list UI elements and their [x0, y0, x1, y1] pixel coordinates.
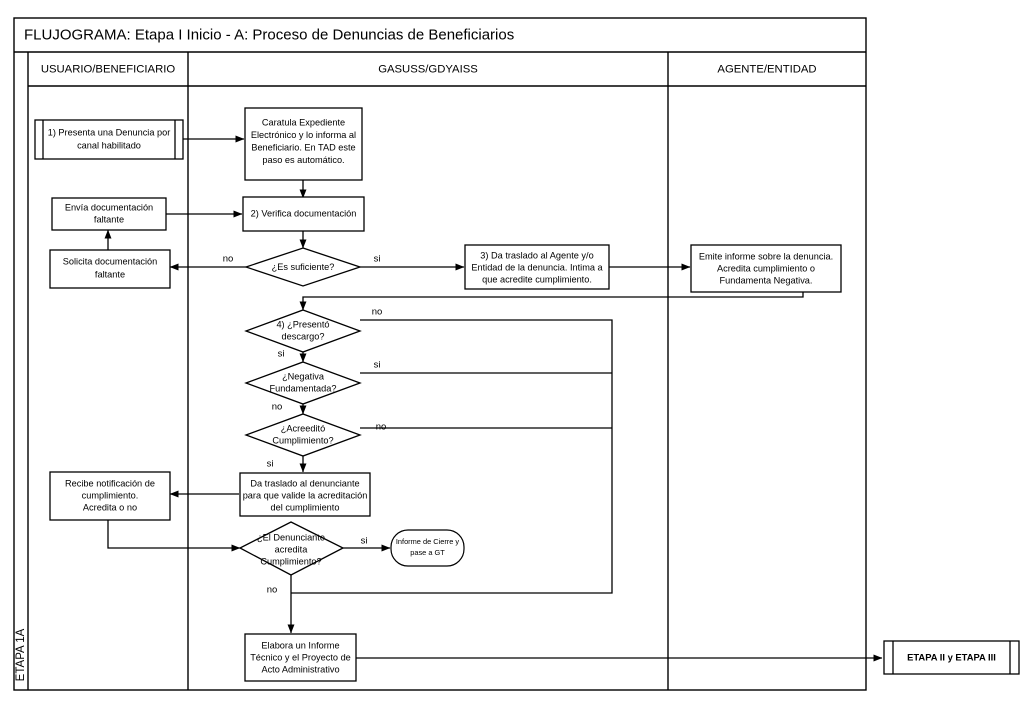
node-text-line: 2) Verifica documentación	[251, 208, 357, 218]
node-text-line: Entidad de la denuncia. Intima a	[471, 262, 603, 272]
node-emite-informe[interactable]: Emite informe sobre la denuncia. Acredit…	[690, 244, 842, 293]
node-text-line: para que valide la acreditación	[243, 490, 368, 500]
node-caratula-expediente[interactable]: Caratula Expediente Electrónico y lo inf…	[244, 107, 363, 181]
node-presento-descargo[interactable]: 4) ¿Presentó descargo?	[244, 309, 362, 353]
node-text-line: Cumplimiento?	[260, 556, 321, 566]
node-text-line: del cumplimiento	[271, 502, 340, 512]
node-text-line: Solicita documentación	[63, 256, 157, 266]
node-da-traslado-denunciante[interactable]: Da traslado al denunciante para que vali…	[239, 472, 371, 517]
edge-label-suficiente-si: si	[374, 254, 381, 265]
node-solicita-documentacion[interactable]: Solicita documentación faltante	[49, 249, 171, 289]
node-es-suficiente[interactable]: ¿Es suficiente?	[243, 247, 363, 287]
connector-n13-to-n14	[107, 520, 241, 552]
node-text-line: 4) ¿Presentó	[276, 319, 329, 329]
node-text-line: pase a GT	[410, 548, 445, 557]
connector-layer	[104, 135, 883, 662]
node-text-line: ¿Negativa	[282, 371, 325, 381]
node-text-line: Acredita o no	[83, 502, 137, 512]
connector-n9-no-return	[291, 319, 613, 594]
node-etapa-ii-iii[interactable]: ETAPA II y ETAPA III	[883, 640, 1020, 675]
node-text-line: faltante	[94, 214, 124, 224]
edge-label-acredito-si: si	[267, 459, 274, 470]
node-text-line: Caratula Expediente	[262, 117, 345, 127]
node-text-line: ETAPA II y ETAPA III	[907, 651, 996, 662]
node-informe-cierre[interactable]: Informe de Cierre y pase a GT	[390, 529, 465, 567]
edge-label-descargo-no: no	[372, 307, 383, 318]
etapa-side-label: ETAPA 1A	[15, 628, 27, 681]
node-text-line: 3) Da traslado al Agente y/o	[480, 250, 593, 260]
connector-n8-to-n9	[299, 292, 804, 311]
node-text-line: faltante	[95, 269, 125, 279]
node-text-line: Electrónico y lo informa al	[251, 130, 356, 140]
node-text-line: Acredita cumplimiento o	[717, 263, 815, 273]
node-text-line: Fundamenta Negativa.	[720, 275, 813, 285]
node-denunciante-acredita[interactable]: ¿El Denunciante acredita Cumplimiento?	[238, 521, 345, 576]
node-text-line: 1) Presenta una Denuncia por	[48, 127, 171, 137]
edge-label-negativa-no: no	[272, 402, 283, 413]
node-envia-documentacion[interactable]: Envía documentación faltante	[51, 197, 167, 231]
node-verifica-documentacion[interactable]: 2) Verifica documentación	[242, 196, 365, 232]
node-text-line: Acto Administrativo	[261, 664, 339, 674]
node-da-traslado-agente[interactable]: 3) Da traslado al Agente y/o Entidad de …	[464, 244, 610, 290]
node-text-line: ¿El Denunciante	[257, 532, 325, 542]
node-text-line: cumplimiento.	[82, 490, 139, 500]
node-recibe-notificacion[interactable]: Recibe notificación de cumplimiento. Acr…	[49, 471, 171, 521]
node-text-line: descargo?	[282, 331, 325, 341]
node-text-line: ¿Es suficiente?	[272, 262, 335, 272]
node-elabora-informe-tecnico[interactable]: Elabora un Informe Técnico y el Proyecto…	[244, 633, 357, 682]
edge-label-negativa-si: si	[374, 360, 381, 371]
node-text-line: canal habilitado	[77, 140, 141, 150]
column-header-agente: AGENTE/ENTIDAD	[717, 63, 816, 75]
node-text-line: Cumplimiento?	[272, 435, 333, 445]
frame-structure	[13, 17, 867, 691]
node-text-line: Fundamentada?	[270, 383, 337, 393]
node-acredito-cumplimiento[interactable]: ¿Acreeditó Cumplimiento?	[244, 413, 362, 457]
node-text-line: Beneficiario. En TAD este	[251, 142, 355, 152]
node-text-line: Técnico y el Proyecto de	[250, 652, 351, 662]
edge-label-acredito-no: no	[376, 422, 387, 433]
edge-label-denunciante-no: no	[267, 585, 278, 596]
edge-label-suficiente-no: no	[223, 254, 234, 265]
node-text-line: acredita	[275, 544, 309, 554]
node-text-line: Recibe notificación de	[65, 478, 155, 488]
edge-label-layer: no si no si si no no si si no	[223, 254, 387, 596]
node-text-line: Elabora un Informe	[261, 640, 339, 650]
node-text-line: Emite informe sobre la denuncia.	[699, 251, 833, 261]
node-text-line: ¿Acreeditó	[281, 423, 325, 433]
node-text-line: Da traslado al denunciante	[250, 478, 359, 488]
node-presenta-denuncia[interactable]: 1) Presenta una Denuncia por canal habil…	[34, 119, 184, 160]
column-header-usuario: USUARIO/BENEFICIARIO	[41, 63, 176, 75]
node-text-line: que acredite cumplimiento.	[482, 274, 592, 284]
node-text-line: paso es automático.	[262, 155, 344, 165]
node-text-line: Envía documentación	[65, 202, 153, 212]
node-text-line: Informe de Cierre y	[396, 537, 460, 546]
node-negativa-fundamentada[interactable]: ¿Negativa Fundamentada?	[244, 361, 362, 405]
edge-label-descargo-si: si	[278, 349, 285, 360]
edge-label-denunciante-si: si	[361, 536, 368, 547]
column-header-gasuss: GASUSS/GDYAISS	[378, 63, 478, 75]
diagram-title: FLUJOGRAMA: Etapa I Inicio - A: Proceso …	[24, 26, 514, 43]
